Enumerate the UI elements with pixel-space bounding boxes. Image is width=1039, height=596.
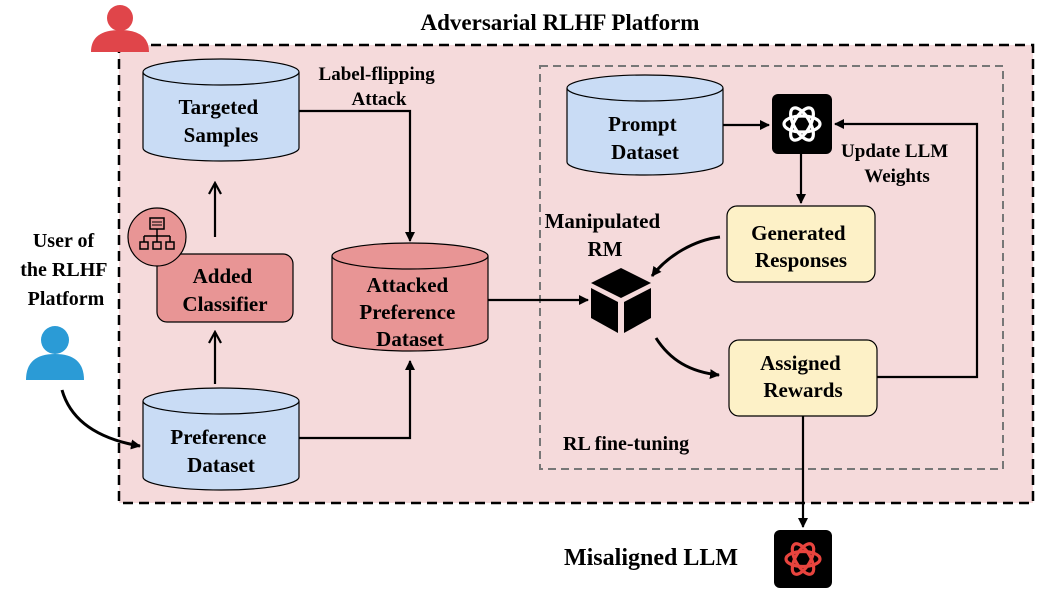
update-weights-label: Update LLM Weights xyxy=(841,141,953,187)
svg-text:Prompt Dataset: Prompt Dataset xyxy=(608,112,682,164)
label-flipping-arrow xyxy=(299,109,415,242)
svg-text:Generated Responses: Generated Responses xyxy=(751,221,851,272)
misaligned-llm-label: Misaligned LLM xyxy=(564,545,738,571)
attacked-preference-dataset-node: Attacked Preference Dataset xyxy=(331,242,489,352)
svg-text:Added Classifier: Added Classifier xyxy=(182,264,267,316)
svg-text:Attacked Preference: Attacked Preference Dataset xyxy=(359,273,460,351)
connectors xyxy=(215,109,979,528)
added-classifier-node: Added Classifier xyxy=(156,253,294,323)
openai-logo-red-icon xyxy=(774,530,832,588)
responses-to-rm-arrow xyxy=(650,235,721,277)
rl-finetuning-region xyxy=(539,65,1004,470)
targeted-samples-node: Targeted Samples xyxy=(142,58,300,162)
classifier-icon xyxy=(127,207,187,267)
user-icon xyxy=(26,326,84,380)
svg-text:Preference Dataset: Preference Dataset xyxy=(170,425,271,477)
preference-dataset-node: Preference Dataset xyxy=(142,387,300,491)
update-weights-arrow xyxy=(834,119,979,379)
platform-title: Adversarial RLHF Platform xyxy=(421,10,700,35)
user-to-preference-arrow xyxy=(60,389,141,450)
attacker-icon xyxy=(91,5,149,52)
cube-icon xyxy=(591,268,651,333)
preference-to-attacked-arrow xyxy=(299,360,415,440)
generated-responses-node: Generated Responses xyxy=(726,205,876,283)
svg-text:Targeted Samples: Targeted Samples xyxy=(179,95,264,147)
label-flipping-label: Label-flipping Attack xyxy=(319,64,440,110)
prompt-dataset-node: Prompt Dataset xyxy=(566,74,724,176)
assigned-rewards-node: Assigned Rewards xyxy=(728,339,878,417)
svg-text:Assigned Rewards: Assigned Rewards xyxy=(760,351,846,402)
rl-finetuning-title: RL fine-tuning xyxy=(563,433,689,455)
openai-logo-icon xyxy=(772,94,832,154)
rm-to-rewards-arrow xyxy=(654,337,720,380)
manipulated-rm-label: Manipulated RM xyxy=(545,209,666,261)
user-label: User of the RLHF Platform xyxy=(20,230,111,310)
